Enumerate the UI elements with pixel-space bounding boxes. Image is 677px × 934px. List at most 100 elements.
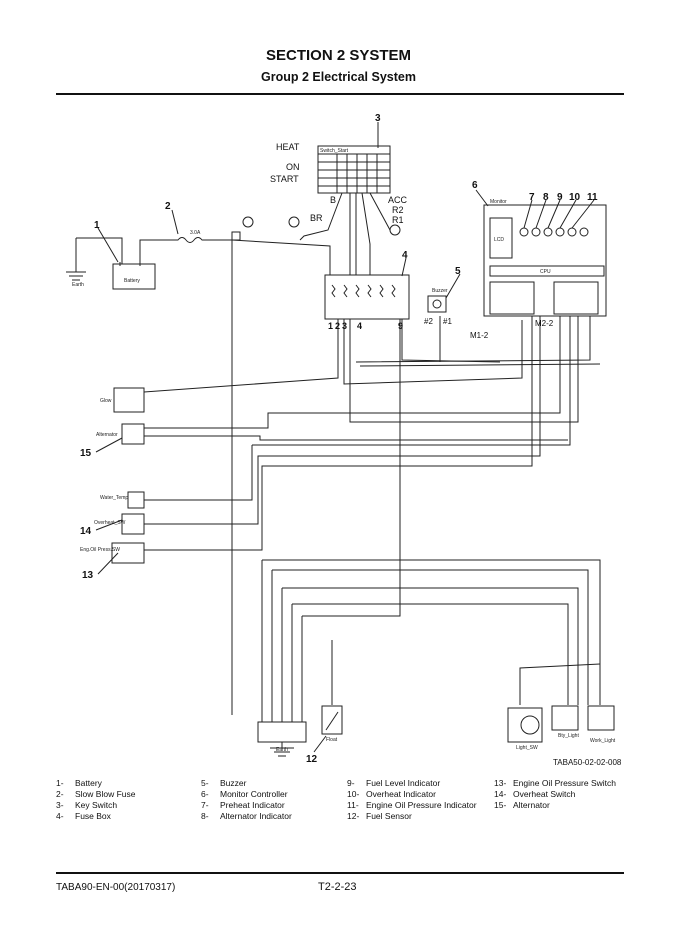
legend-item: 8- Alternator Indicator xyxy=(201,811,292,822)
label-work-light: Work_Light xyxy=(590,738,616,744)
fuel-sensor-symbol xyxy=(321,705,343,735)
key-term-r2: R2 xyxy=(392,205,404,215)
group-title: Group 2 Electrical System xyxy=(261,70,416,84)
label-battery: Battery xyxy=(124,278,140,284)
legend-num: 14- xyxy=(494,789,507,799)
legend-item: 15- Alternator xyxy=(494,800,616,811)
legend-column-4: 13-Engine Oil Pressure Switch 14- Overhea… xyxy=(494,778,616,811)
water-temp-symbol xyxy=(127,491,145,509)
legend-num: 4- xyxy=(56,811,64,821)
light-switch-symbol xyxy=(507,707,543,743)
legend-num: 13- xyxy=(494,778,507,788)
legend-label: Slow Blow Fuse xyxy=(75,789,136,799)
legend-num: 15- xyxy=(494,800,507,810)
legend-item: 12- Fuel Sensor xyxy=(347,811,477,822)
legend-num: 2- xyxy=(56,789,64,799)
label-bty-light: Bty_Light xyxy=(558,733,579,739)
legend-num: 3- xyxy=(56,800,64,810)
fuse-pin-9: 9 xyxy=(398,321,403,331)
key-pos-start: START xyxy=(270,174,299,184)
legend-item: 5-Buzzer xyxy=(201,778,292,789)
legend-num: 9- xyxy=(347,778,355,788)
fuse-pin-1: 1 xyxy=(328,321,333,331)
label-float: Float xyxy=(326,737,338,743)
key-pos-on: ON xyxy=(286,162,300,172)
legend-item: 14- Overheat Switch xyxy=(494,789,616,800)
legend-label: Alternator xyxy=(513,800,550,810)
figure-code: TABA50-02-02-008 xyxy=(553,758,622,767)
legend-item: 1- Battery xyxy=(56,778,135,789)
section-title: SECTION 2 SYSTEM xyxy=(265,47,412,64)
fuse-pin-4: 4 xyxy=(357,321,362,331)
battery-symbol xyxy=(112,263,156,290)
legend-item: 2- Slow Blow Fuse xyxy=(56,789,135,800)
work-light-symbol xyxy=(587,705,615,731)
label-earth-main: Earth xyxy=(276,747,288,753)
document-code: TABA90-EN-00(20170317) xyxy=(56,882,176,893)
label-switch-start: Switch_Start xyxy=(320,148,349,154)
connector-m2-2: M2-2 xyxy=(535,319,554,328)
slow-blow-fuse-symbol xyxy=(168,237,212,243)
earth-symbol-battery xyxy=(66,238,86,281)
key-term-b: B xyxy=(330,195,336,205)
legend-num: 11- xyxy=(347,800,359,810)
bty-light-symbol xyxy=(551,705,579,731)
legend-label: Fuel Sensor xyxy=(366,811,412,821)
legend-column-2: 5-Buzzer 6- Monitor Controller 7-Preheat … xyxy=(201,778,292,822)
label-alternator: Alternator xyxy=(96,432,118,438)
callout-7: 7 xyxy=(529,192,535,203)
callout-13: 13 xyxy=(82,570,94,581)
callout-1: 1 xyxy=(94,220,100,231)
legend-label: Alternator Indicator xyxy=(220,811,292,821)
legend-column-3: 9-Fuel Level Indicator 10- Overheat Indic… xyxy=(347,778,477,822)
legend-num: 8- xyxy=(201,811,209,821)
callout-11: 11 xyxy=(587,192,598,203)
page-number: T2-2-23 xyxy=(318,881,357,893)
buzzer-symbol xyxy=(427,295,447,313)
label-water-temp: Water_Temp xyxy=(100,495,128,501)
key-term-br: BR xyxy=(310,213,323,223)
legend-label: Engine Oil Pressure Indicator xyxy=(366,800,477,810)
label-eng-oil-press-sw: Eng.Oil Press.SW xyxy=(80,547,120,553)
legend-num: 6- xyxy=(201,789,209,799)
label-earth-battery: Earth xyxy=(72,282,84,288)
legend-label: Battery xyxy=(75,778,102,788)
callout-12: 12 xyxy=(306,754,318,765)
monitor-controller-box xyxy=(483,204,607,317)
label-cpu: CPU xyxy=(540,269,551,275)
legend-item: 7-Preheat Indicator xyxy=(201,800,292,811)
buzzer-pin-2: #2 xyxy=(424,317,433,326)
legend-item: 6- Monitor Controller xyxy=(201,789,292,800)
legend-label: Overheat Indicator xyxy=(366,789,436,799)
legend-item: 3- Key Switch xyxy=(56,800,135,811)
label-overheat-sw: Overheat_SW xyxy=(94,520,126,526)
legend-column-1: 1-Battery 2-Slow Blow Fuse 3-Key Switch … xyxy=(56,778,135,822)
buzzer-pin-1: #1 xyxy=(443,317,452,326)
fuse-box xyxy=(324,274,410,320)
callout-2: 2 xyxy=(165,201,171,212)
connector-m1-2: M1-2 xyxy=(470,331,489,340)
header-rule xyxy=(56,93,624,95)
callout-9: 9 xyxy=(557,192,563,203)
label-light-sw: Light_SW xyxy=(516,745,538,751)
oil-pressure-switch-symbol xyxy=(111,542,145,564)
legend-item: 9-Fuel Level Indicator xyxy=(347,778,477,789)
legend-label: Key Switch xyxy=(75,800,118,810)
alternator-symbol xyxy=(121,423,145,445)
legend-item: 10- Overheat Indicator xyxy=(347,789,477,800)
legend-num: 12- xyxy=(347,811,360,821)
legend-label: Overheat Switch xyxy=(513,789,576,799)
legend-label: Monitor Controller xyxy=(220,789,288,799)
callout-3: 3 xyxy=(375,113,381,124)
label-monitor: Monitor xyxy=(490,199,507,205)
legend-label: Fuse Box xyxy=(75,811,111,821)
legend-num: 1- xyxy=(56,778,64,788)
legend-item: 13-Engine Oil Pressure Switch xyxy=(494,778,616,789)
legend-label: Preheat Indicator xyxy=(220,800,285,810)
callout-10: 10 xyxy=(569,192,581,203)
legend-item: 11- Engine Oil Pressure Indicator xyxy=(347,800,477,811)
callout-8: 8 xyxy=(543,192,549,203)
legend-num: 10- xyxy=(347,789,360,799)
fuse-pin-3: 3 xyxy=(342,321,347,331)
